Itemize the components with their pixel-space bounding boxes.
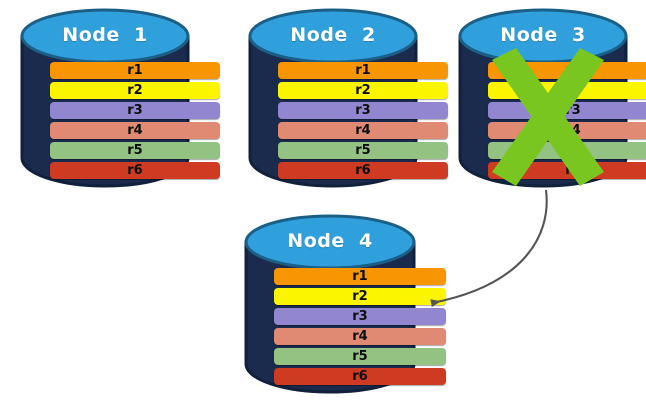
node-3-row-r6-label: r6 bbox=[565, 163, 581, 178]
node-3-row-r1[interactable]: r1 bbox=[488, 62, 646, 79]
node-1-row-r2-label: r2 bbox=[127, 83, 143, 98]
node-1-row-r1[interactable]: r1 bbox=[50, 62, 220, 79]
node-1[interactable]: Node 1 r1 r2 r3 r4 r5 r6 bbox=[20, 8, 220, 188]
node-4-row-r1[interactable]: r1 bbox=[274, 268, 446, 285]
node-2-row-r5-label: r5 bbox=[355, 143, 371, 158]
node-3-row-r2[interactable]: r2 bbox=[488, 82, 646, 99]
node-4-row-r6[interactable]: r6 bbox=[274, 368, 446, 385]
node-2-row-r1[interactable]: r1 bbox=[278, 62, 448, 79]
node-3-row-r5-label: r5 bbox=[565, 143, 581, 158]
node-3-row-r2-label: r2 bbox=[565, 83, 581, 98]
node-3-row-r1-label: r1 bbox=[565, 63, 581, 78]
node-2-row-r6[interactable]: r6 bbox=[278, 162, 448, 179]
node-4-row-r5-label: r5 bbox=[352, 349, 368, 364]
node-1-row-r1-label: r1 bbox=[127, 63, 143, 78]
node-1-row-r6[interactable]: r6 bbox=[50, 162, 220, 179]
node-4-row-r3[interactable]: r3 bbox=[274, 308, 446, 325]
node-1-row-r4-label: r4 bbox=[127, 123, 143, 138]
node-3-row-r3-label: r3 bbox=[565, 103, 581, 118]
node-3-row-r5[interactable]: r5 bbox=[488, 142, 646, 159]
node-4-row-r4[interactable]: r4 bbox=[274, 328, 446, 345]
node-3-row-r4[interactable]: r4 bbox=[488, 122, 646, 139]
node-1-row-r5-label: r5 bbox=[127, 143, 143, 158]
node-2[interactable]: Node 2 r1 r2 r3 r4 r5 r6 bbox=[248, 8, 448, 188]
node-1-row-r3-label: r3 bbox=[127, 103, 143, 118]
node-2-row-r1-label: r1 bbox=[355, 63, 371, 78]
node-2-row-r3-label: r3 bbox=[355, 103, 371, 118]
node-2-row-r2-label: r2 bbox=[355, 83, 371, 98]
node-4-row-r2-label: r2 bbox=[352, 289, 368, 304]
node-2-row-r4[interactable]: r4 bbox=[278, 122, 448, 139]
node-1-row-r2[interactable]: r2 bbox=[50, 82, 220, 99]
node-2-row-r5[interactable]: r5 bbox=[278, 142, 448, 159]
node-4-row-r5[interactable]: r5 bbox=[274, 348, 446, 365]
node-3-row-r3[interactable]: r3 bbox=[488, 102, 646, 119]
node-1-row-r4[interactable]: r4 bbox=[50, 122, 220, 139]
node-1-row-r6-label: r6 bbox=[127, 163, 143, 178]
node-2-row-r2[interactable]: r2 bbox=[278, 82, 448, 99]
node-2-row-r6-label: r6 bbox=[355, 163, 371, 178]
node-4-row-r2[interactable]: r2 bbox=[274, 288, 446, 305]
node-2-row-r4-label: r4 bbox=[355, 123, 371, 138]
node-3-row-r6[interactable]: r6 bbox=[488, 162, 646, 179]
node-4-row-r4-label: r4 bbox=[352, 329, 368, 344]
node-2-rows: r1 r2 r3 r4 r5 r6 bbox=[248, 62, 478, 182]
node-2-row-r3[interactable]: r3 bbox=[278, 102, 448, 119]
node-1-row-r5[interactable]: r5 bbox=[50, 142, 220, 159]
node-4-row-r1-label: r1 bbox=[352, 269, 368, 284]
node-4-row-r6-label: r6 bbox=[352, 369, 368, 384]
node-1-row-r3[interactable]: r3 bbox=[50, 102, 220, 119]
node-1-rows: r1 r2 r3 r4 r5 r6 bbox=[20, 62, 250, 182]
node-4-rows: r1 r2 r3 r4 r5 r6 bbox=[244, 268, 476, 388]
node-3-rows: r1 r2 r3 r4 r5 r6 bbox=[458, 62, 646, 182]
node-3[interactable]: Node 3 r1 r2 r3 r4 r5 r6 bbox=[458, 8, 646, 188]
node-4[interactable]: Node 4 r1 r2 r3 r4 r5 r6 bbox=[244, 214, 446, 394]
node-3-row-r4-label: r4 bbox=[565, 123, 581, 138]
node-4-row-r3-label: r3 bbox=[352, 309, 368, 324]
